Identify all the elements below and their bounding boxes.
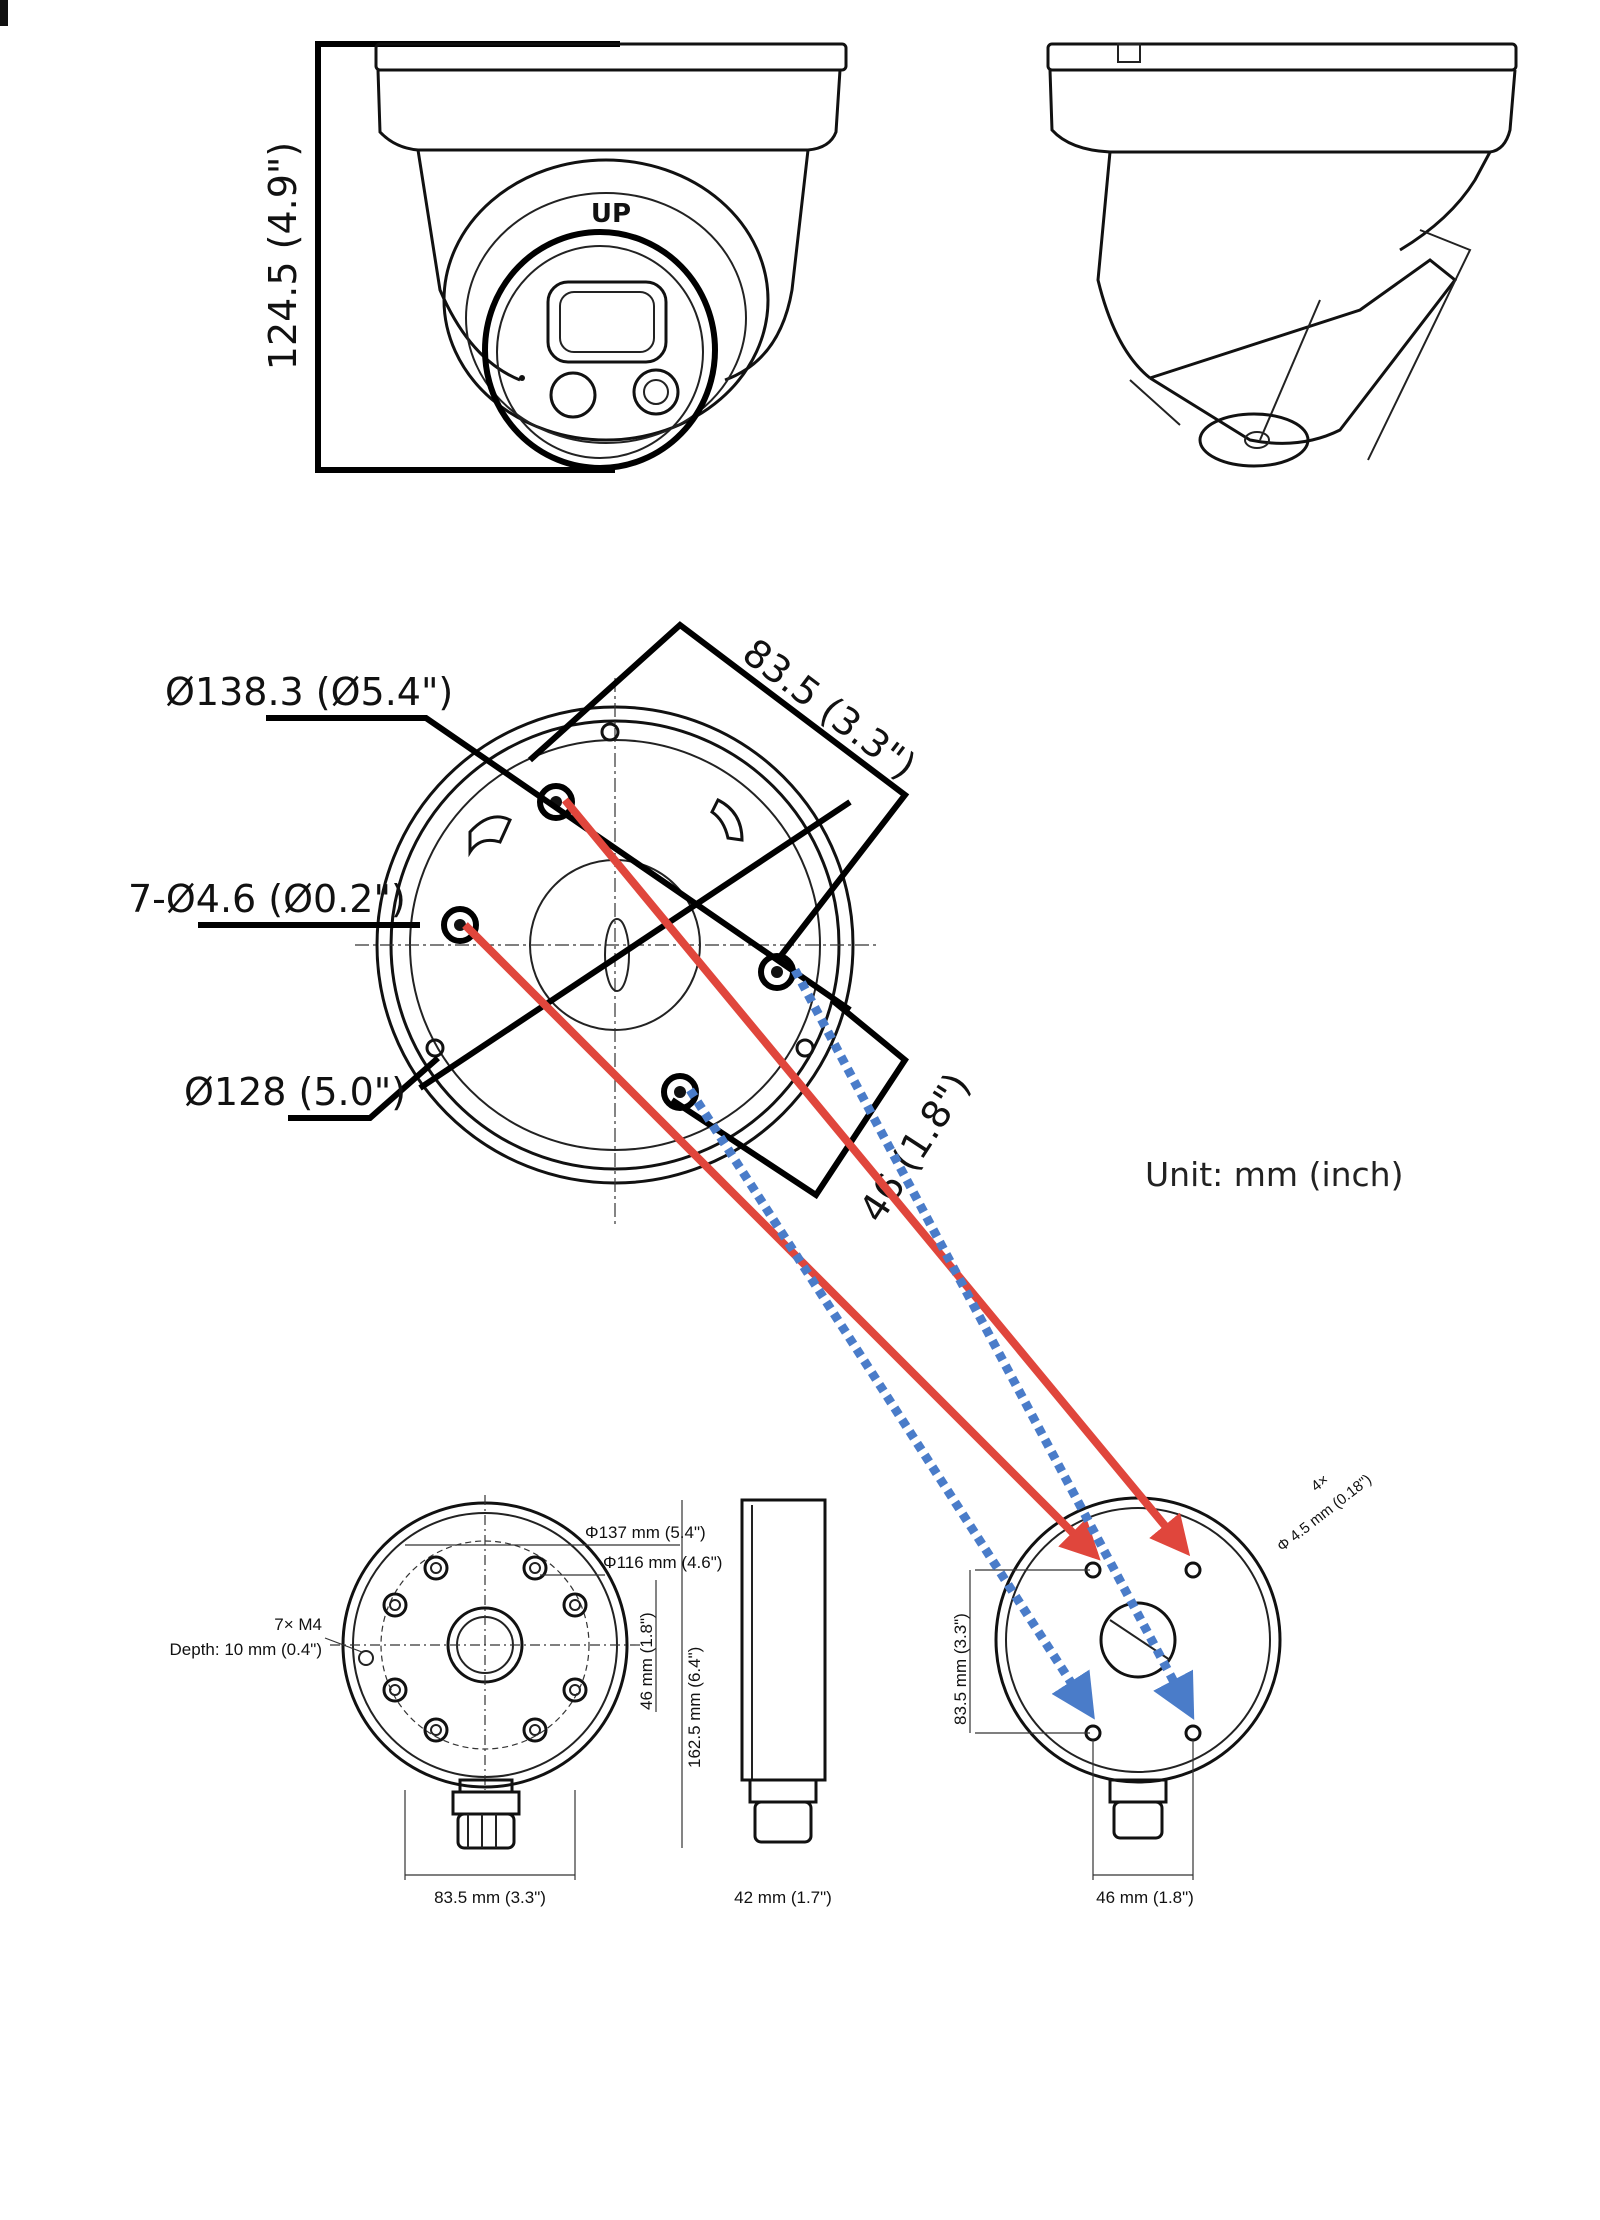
dim-83-bottom: 83.5 mm (3.3") <box>434 1888 546 1907</box>
depth-label: Depth: 10 mm (0.4") <box>170 1640 322 1659</box>
red-arrow-top <box>561 797 1191 1557</box>
camera-side-view <box>1046 42 1518 468</box>
inner-diameter-label: Ø128 (5.0") <box>184 1070 406 1114</box>
dim-46-vertical: 46 mm (1.8") <box>637 1612 656 1710</box>
up-mark: UP <box>591 199 631 229</box>
pitch-short-label: 46 (1.8") <box>851 1065 979 1230</box>
screws-label: 7× M4 <box>274 1615 322 1634</box>
phi-inner-label: Φ116 mm (4.6") <box>603 1553 722 1572</box>
blue-arrow-right <box>791 967 1195 1720</box>
adapter-plate-view: 4× Φ 4.5 mm (0.18") 83.5 mm (3.3") 46 mm… <box>951 1471 1375 1907</box>
phi-outer-label: Φ137 mm (5.4") <box>585 1523 706 1542</box>
adapter-holes-count: 4× <box>1308 1471 1332 1495</box>
corner-fragment <box>0 0 8 26</box>
dim-42-label: 42 mm (1.7") <box>734 1888 832 1907</box>
unit-note: Unit: mm (inch) <box>1145 1155 1403 1194</box>
red-arrow-left <box>462 922 1101 1561</box>
holes-label: 7-Ø4.6 (Ø0.2") <box>128 877 406 921</box>
adapter-dim-46: 46 mm (1.8") <box>1096 1888 1194 1907</box>
junction-box-side-view: 42 mm (1.7") <box>734 1498 832 1907</box>
junction-box-view: Φ137 mm (5.4") Φ116 mm (4.6") 7× M4 Dept… <box>170 1495 722 1907</box>
pitch-long-label: 83.5 (3.3") <box>735 630 925 788</box>
camera-front-view: UP 124.5 (4.9") <box>261 41 848 473</box>
height-label: 124.5 (4.9") <box>261 142 305 370</box>
blue-arrow-bottom <box>686 1087 1095 1720</box>
adapter-dim-83: 83.5 mm (3.3") <box>951 1613 970 1725</box>
mapping-arrows <box>462 797 1195 1720</box>
outer-diameter-label: Ø138.3 (Ø5.4") <box>165 670 453 714</box>
camera-base-view: Ø138.3 (Ø5.4") 7-Ø4.6 (Ø0.2") Ø128 (5.0"… <box>128 621 979 1230</box>
dim-162-label: 162.5 mm (6.4") <box>685 1647 704 1768</box>
